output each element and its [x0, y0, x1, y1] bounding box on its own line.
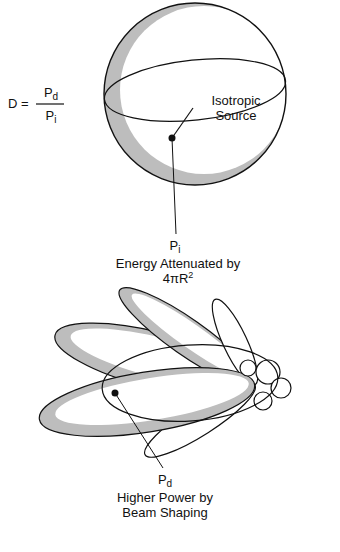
equator-ellipse — [101, 51, 288, 130]
power-label: Pd — [150, 472, 180, 487]
reference-ellipse — [100, 339, 281, 427]
index-text: d — [53, 91, 59, 102]
note-text: Higher Power by Beam Shaping — [117, 490, 213, 520]
formula-text: P — [46, 108, 55, 123]
formula-text: D = — [8, 96, 38, 111]
formula-text: D = — [8, 96, 29, 111]
index-text: d — [167, 478, 173, 489]
note-text: Energy Attenuated by 4πR — [116, 256, 240, 286]
power-label: P — [170, 238, 179, 253]
formula-text: P — [44, 85, 53, 100]
fraction-bar — [36, 103, 64, 104]
formula-text: Pd — [36, 85, 66, 100]
index-text: 2 — [188, 270, 193, 280]
radiation-pattern — [35, 275, 291, 467]
leader-line — [115, 393, 163, 468]
formula-text: Pi — [36, 108, 66, 123]
power-label: Pi — [160, 238, 190, 253]
source-label: Isotropic Source — [200, 93, 272, 123]
sphere-outline — [104, 3, 286, 185]
index-text: i — [178, 244, 180, 255]
power-label: P — [158, 472, 167, 487]
radius-line — [172, 108, 193, 138]
note-text: Energy Attenuated by 4πR2 — [115, 256, 241, 286]
source-label: Isotropic Source — [211, 93, 260, 123]
leader-line — [172, 138, 176, 234]
index-text: i — [54, 114, 56, 125]
sphere-face — [120, 6, 288, 174]
note-text: Higher Power by Beam Shaping — [108, 490, 222, 520]
